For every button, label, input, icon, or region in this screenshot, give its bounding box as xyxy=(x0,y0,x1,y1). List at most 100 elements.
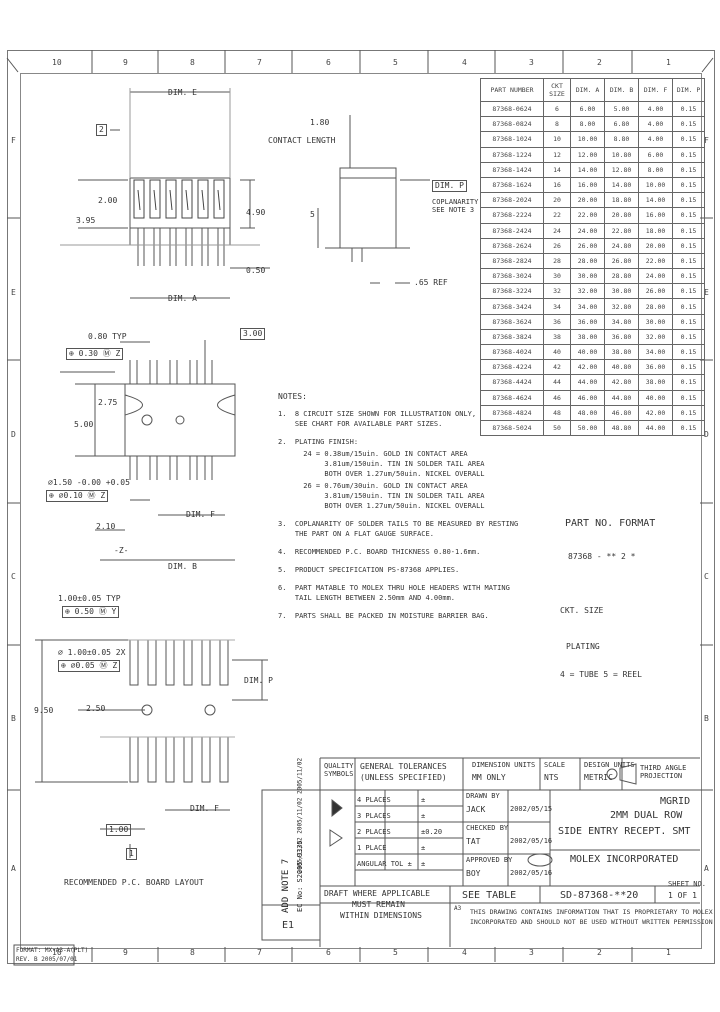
table-cell: 36.00 xyxy=(570,313,605,330)
table-cell: 14.00 xyxy=(638,192,673,209)
draft-label: DRAFT WHERE APPLICABLE xyxy=(324,889,430,898)
dim-f-layout-label: DIM. F xyxy=(190,804,219,813)
table-cell: 44.80 xyxy=(604,389,639,406)
table-cell: 6 xyxy=(543,100,571,118)
table-cell: 0.15 xyxy=(672,389,705,406)
table-cell: 38 xyxy=(543,328,571,346)
format-rev: REV. B 2005/07/01 xyxy=(16,956,78,963)
table-cell: 28.80 xyxy=(604,268,639,285)
table-header: DIM. F xyxy=(638,78,673,102)
zone-label-top: 10 xyxy=(52,58,62,67)
table-cell: 46.00 xyxy=(570,389,605,406)
note-line: 3. COPLANARITY OF SOLDER TAILS TO BE MEA… xyxy=(278,520,519,528)
table-cell: 6.00 xyxy=(570,100,605,118)
tolerance-frame-010: ⊕ ∅0.10 Ⓜ Z xyxy=(46,490,109,502)
note-line: TAIL LENGTH BETWEEN 2.50mm AND 4.00mm. xyxy=(278,594,456,602)
zone-label-top: 8 xyxy=(190,58,195,67)
table-cell: 38.00 xyxy=(570,328,605,346)
note-line: 6. PART MATABLE TO MOLEX THRU HOLE HEADE… xyxy=(278,584,510,592)
table-cell: 0.15 xyxy=(672,268,705,285)
dim-1-80-label: 1.80 xyxy=(310,118,330,127)
table-cell: 46 xyxy=(543,389,571,406)
table-cell: 8 xyxy=(543,116,571,133)
zone-label-bottom: 3 xyxy=(529,948,534,957)
plating-label: PLATING xyxy=(566,642,600,651)
approved-by-label: APPROVED BY xyxy=(466,856,513,864)
tolerance-place-label: 4 PLACES xyxy=(357,796,391,804)
note-line: 4. RECOMMENDED P.C. BOARD THICKNESS 0.80… xyxy=(278,548,481,556)
table-cell: 48 xyxy=(543,404,571,421)
size-rev: A3 xyxy=(454,905,462,912)
zone-label-top: 4 xyxy=(462,58,467,67)
zone-label-bottom: 4 xyxy=(462,948,467,957)
zone-label-top: 9 xyxy=(123,58,128,67)
zone-label-bottom: 5 xyxy=(393,948,398,957)
table-cell: 18.00 xyxy=(638,222,673,239)
table-header: PART NUMBER xyxy=(480,78,544,102)
drawing-inner-frame xyxy=(20,73,702,949)
table-cell: 24.00 xyxy=(638,268,673,285)
zone-label-bottom: 1 xyxy=(666,948,671,957)
table-cell: 42.80 xyxy=(604,374,639,391)
tolerance-place-label: 2 PLACES xyxy=(357,828,391,836)
table-cell: 14.00 xyxy=(570,161,605,178)
dim-0-65-ref: .65 REF xyxy=(414,278,448,287)
dimension-units-value: MM ONLY xyxy=(472,773,506,782)
table-cell: 0.15 xyxy=(672,100,705,118)
table-cell: 36 xyxy=(543,313,571,330)
part-format-code: 87368 - ** 2 * xyxy=(568,552,636,561)
table-cell: 0.15 xyxy=(672,131,705,148)
table-cell: 5.00 xyxy=(604,100,639,118)
proprietary-line-2: INCORPORATED AND SHOULD NOT BE USED WITH… xyxy=(470,918,713,926)
table-cell: 20.00 xyxy=(570,192,605,209)
see-table-label: SEE TABLE xyxy=(462,890,517,901)
zone-label-right: C xyxy=(704,572,709,581)
table-cell: 18.80 xyxy=(604,192,639,209)
table-cell: 36.00 xyxy=(638,359,673,376)
approved-by-value: BOY xyxy=(466,869,481,878)
table-cell: 30.80 xyxy=(604,283,639,300)
note-line: 3.81um/150uin. TIN IN SOLDER TAIL AREA xyxy=(278,492,485,500)
table-cell: 87368-1224 xyxy=(480,146,544,163)
table-cell: 28.00 xyxy=(570,252,605,270)
table-cell: 42.00 xyxy=(638,404,673,421)
tolerance-place-label: ANGULAR TOL ± xyxy=(357,860,412,868)
zone-label-right: A xyxy=(704,864,709,873)
table-cell: 38.00 xyxy=(638,374,673,391)
pcb-layout-title: RECOMMENDED P.C. BOARD LAYOUT xyxy=(64,878,204,887)
table-cell: 0.15 xyxy=(672,207,705,224)
part-format-title: PART NO. FORMAT xyxy=(565,518,656,529)
note-line: 24 = 0.38um/15uin. GOLD IN CONTACT AREA xyxy=(278,450,468,458)
note-line: BOTH OVER 1.27um/50uin. NICKEL OVERALL xyxy=(278,502,485,510)
table-cell: 87368-2424 xyxy=(480,222,544,239)
scale-value: NTS xyxy=(544,773,559,782)
checked-by-value: TAT xyxy=(466,837,481,846)
dim-4-90-label: 4.90 xyxy=(246,208,266,217)
approved-date: 2002/05/16 xyxy=(510,869,553,877)
dim-2-10-label: 2.10 xyxy=(96,522,116,531)
table-cell: 0.15 xyxy=(672,252,705,270)
table-header: DIM. P xyxy=(672,78,705,102)
table-cell: 0.15 xyxy=(672,161,705,178)
zone-label-bottom: 9 xyxy=(123,948,128,957)
dim-b-label: DIM. B xyxy=(168,562,197,571)
third-angle-label: THIRD ANGLE PROJECTION xyxy=(640,764,687,780)
table-cell: 22.80 xyxy=(604,222,639,239)
dim-p-label: DIM. P xyxy=(244,676,273,685)
zone-label-top: 6 xyxy=(326,58,331,67)
zone-label-left: E xyxy=(11,288,16,297)
table-cell: 0.15 xyxy=(672,116,705,133)
proprietary-line-1: THIS DRAWING CONTAINS INFORMATION THAT I… xyxy=(470,908,713,916)
zone-label-bottom: 2 xyxy=(597,948,602,957)
